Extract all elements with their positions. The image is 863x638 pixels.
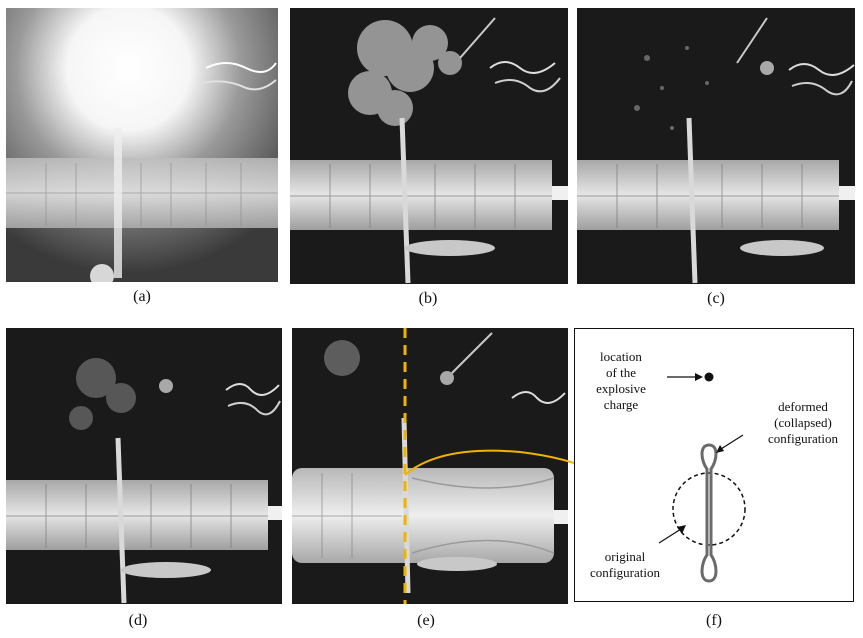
- caption-d: (d): [128, 612, 148, 629]
- caption-e: (e): [417, 612, 435, 629]
- charge-label: location of the explosive charge: [596, 349, 646, 412]
- charge-dot: [704, 372, 714, 382]
- caption-a: (a): [133, 288, 151, 305]
- original-circle: [672, 472, 746, 546]
- schematic-drawing: [658, 372, 746, 583]
- caption-b: (b): [418, 290, 438, 307]
- photo-a-image: [6, 8, 278, 282]
- photo-c-image: [577, 8, 855, 284]
- photo-panel-a: [6, 8, 278, 282]
- photo-panel-e: [292, 328, 568, 604]
- photo-e-image: [292, 328, 568, 604]
- original-label: original configuration: [589, 549, 661, 580]
- photo-b-image: [290, 8, 568, 284]
- photo-panel-d: [6, 328, 282, 604]
- caption-f: (f): [706, 612, 722, 629]
- deformed-shape: [700, 443, 718, 583]
- photo-d-image: [6, 328, 282, 604]
- photo-panel-b: [290, 8, 568, 284]
- schematic-diagram: location of the explosive charge deforme…: [574, 328, 854, 602]
- photo-panel-c: [577, 8, 855, 284]
- deformed-label: deformed (collapsed) configuration: [767, 399, 839, 446]
- caption-c: (c): [707, 290, 725, 307]
